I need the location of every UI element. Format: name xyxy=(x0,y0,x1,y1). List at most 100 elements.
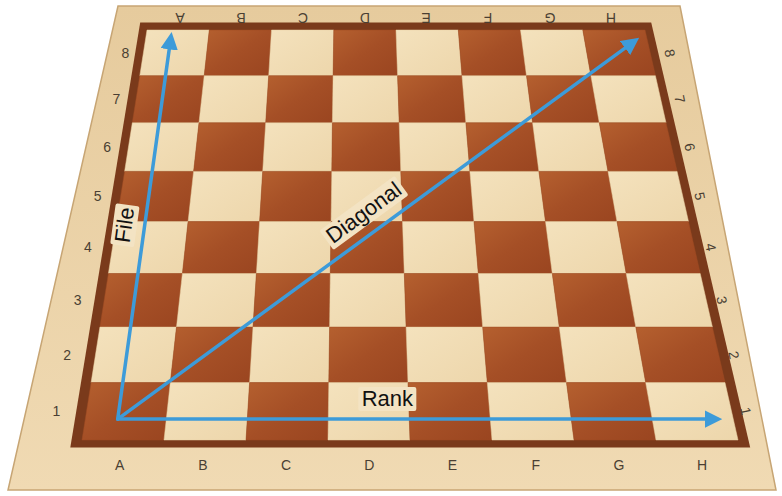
axis-label-holder: File xyxy=(110,203,140,247)
board-square xyxy=(266,76,333,123)
board-square xyxy=(483,327,567,383)
board-square xyxy=(608,171,689,221)
direction-arrow xyxy=(118,417,717,421)
file-letter-holder: F xyxy=(531,456,540,474)
file-letter: G xyxy=(544,10,555,25)
file-letter: B xyxy=(237,10,246,25)
rank-number: 4 xyxy=(84,240,92,255)
board-square xyxy=(204,30,271,76)
board-square xyxy=(91,327,176,383)
board-square xyxy=(567,383,657,440)
rank-number: 6 xyxy=(103,140,111,155)
file-letter: G xyxy=(613,458,624,473)
rank-number-holder: 5 xyxy=(94,187,102,205)
file-letter: F xyxy=(531,458,540,473)
file-letter-holder: D xyxy=(364,456,374,474)
board-square xyxy=(521,30,591,76)
rank-number: 7 xyxy=(113,92,121,107)
board-square xyxy=(591,76,666,123)
board-square xyxy=(100,274,182,328)
board-square xyxy=(466,123,539,172)
board-square xyxy=(269,30,334,76)
board-square xyxy=(182,222,259,274)
board-inlay xyxy=(70,23,750,448)
board-square xyxy=(194,123,266,172)
board-square xyxy=(396,30,462,76)
board-square xyxy=(539,171,617,221)
board-square xyxy=(330,274,407,328)
file-letter-holder: E xyxy=(422,9,431,27)
file-letter-holder: E xyxy=(448,456,457,474)
file-letter: C xyxy=(298,10,308,25)
board-square xyxy=(260,171,332,221)
board-square xyxy=(458,30,526,76)
file-letter: D xyxy=(364,458,374,473)
file-letter-holder: G xyxy=(544,9,555,27)
file-letter-holder: B xyxy=(198,456,207,474)
board-square xyxy=(177,274,257,328)
board-square xyxy=(333,30,398,76)
board-square xyxy=(474,222,552,274)
rank-number-holder: 7 xyxy=(113,90,121,108)
rank-number-holder: 2 xyxy=(63,346,71,364)
axis-label: Rank xyxy=(359,387,416,411)
file-letter-holder: B xyxy=(237,9,246,27)
board-square xyxy=(478,274,559,328)
file-letter-holder: C xyxy=(298,9,308,27)
board-square xyxy=(404,274,482,328)
file-letter-holder: G xyxy=(613,456,624,474)
file-letter: E xyxy=(422,10,431,25)
board-square xyxy=(462,76,533,123)
board-square xyxy=(617,222,700,274)
board-square xyxy=(546,222,627,274)
board-square xyxy=(406,327,487,383)
file-letter-holder: C xyxy=(281,456,291,474)
board-square xyxy=(401,171,474,221)
board-square xyxy=(132,76,204,123)
board-square xyxy=(533,123,608,172)
file-letter: H xyxy=(606,10,616,25)
board-square xyxy=(332,76,399,123)
board-square xyxy=(399,123,470,172)
board-square xyxy=(329,327,408,383)
file-letter: B xyxy=(198,458,207,473)
board-square xyxy=(636,327,725,383)
board-square xyxy=(487,383,574,440)
board-square xyxy=(646,383,738,440)
board-square xyxy=(408,383,492,440)
rank-number-holder: 1 xyxy=(52,402,60,420)
board-square xyxy=(253,274,330,328)
board-square xyxy=(527,76,600,123)
board-square xyxy=(403,222,479,274)
board-square xyxy=(626,274,712,328)
file-letter-holder: A xyxy=(115,456,124,474)
rank-number: 8 xyxy=(121,46,129,61)
file-letter: H xyxy=(697,458,707,473)
board-square xyxy=(559,327,645,383)
rank-number-holder: 6 xyxy=(103,138,111,156)
file-letter: A xyxy=(115,458,124,473)
rank-number: 5 xyxy=(94,189,102,204)
file-letter: E xyxy=(448,458,457,473)
board-square xyxy=(170,327,253,383)
file-letter-holder: A xyxy=(175,9,184,27)
file-letter: C xyxy=(281,458,291,473)
rank-number-holder: 3 xyxy=(74,291,82,309)
rank-number-holder: 8 xyxy=(121,44,129,62)
file-letter-holder: H xyxy=(606,9,616,27)
board-square xyxy=(398,76,466,123)
file-letter-holder: H xyxy=(697,456,707,474)
rank-number-holder: 4 xyxy=(84,238,92,256)
board-square xyxy=(188,171,263,221)
board-square xyxy=(599,123,677,172)
board-square xyxy=(332,123,401,172)
rank-number: 2 xyxy=(63,348,71,363)
board-square xyxy=(164,383,250,440)
board-square xyxy=(199,76,269,123)
board-square xyxy=(125,123,199,172)
axis-label: File xyxy=(110,203,140,247)
rank-number: 3 xyxy=(74,293,82,308)
board-square xyxy=(246,383,329,440)
